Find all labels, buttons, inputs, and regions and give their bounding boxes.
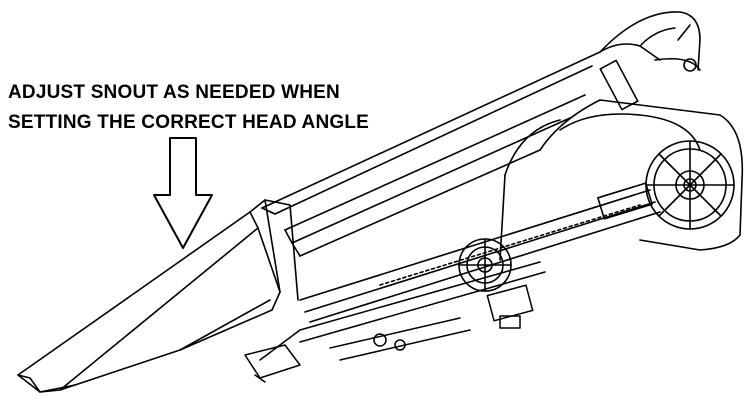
side-frame-panel	[499, 99, 744, 261]
down-arrow-icon	[153, 137, 213, 249]
rear-drive-wheel	[645, 140, 735, 230]
gathering-chain-bar	[299, 182, 661, 323]
snout-point	[17, 199, 299, 393]
caption-line-1: ADJUST SNOUT AS NEEDED WHEN	[8, 82, 340, 103]
caption-line-2: SETTING THE CORRECT HEAD ANGLE	[8, 112, 370, 133]
lower-frame	[244, 261, 546, 383]
middle-sprocket	[458, 238, 512, 292]
upper-hood-shield	[261, 43, 661, 257]
gearbox-housing	[599, 11, 701, 111]
annotation-caption: ADJUST SNOUT AS NEEDED WHEN SETTING THE …	[8, 78, 369, 138]
